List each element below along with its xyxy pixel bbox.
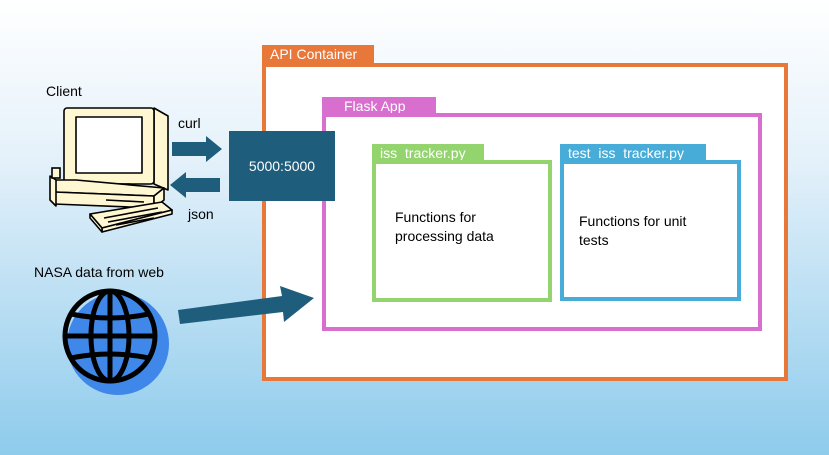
iss-tracker-description: Functions for processing data [395,209,494,244]
flask-app-tab: Flask App [322,97,436,115]
port-mapping-box: 5000:5000 [229,131,335,201]
globe-icon [62,288,169,395]
flask-app-label: Flask App [344,98,406,114]
api-container-tab: API Container [262,45,374,63]
response-arrow [170,172,220,198]
iss-tracker-label: iss_tracker.py [380,145,466,161]
request-arrow [172,136,222,162]
data-flow-arrow [178,286,314,324]
nasa-data-label: NASA data from web [34,264,164,280]
computer-icon [49,107,173,233]
iss-tracker-box [372,160,552,302]
iss-tracker-tab: iss_tracker.py [372,144,484,162]
api-container-label: API Container [270,46,358,62]
test-iss-tracker-box [560,160,741,301]
test-iss-tracker-description: Functions for unit tests [579,213,687,248]
test-iss-tracker-label: test_iss_tracker.py [568,145,684,161]
client-label: Client [46,83,82,99]
request-label: curl [178,115,201,131]
response-label: json [188,206,214,222]
test-iss-tracker-tab: test_iss_tracker.py [560,144,706,162]
port-mapping-label: 5000:5000 [248,158,316,174]
